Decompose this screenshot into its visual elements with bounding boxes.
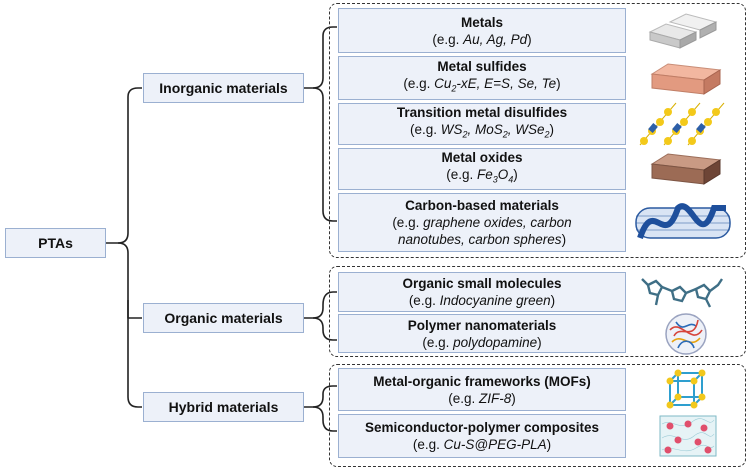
root-label: PTAs (38, 235, 73, 251)
hybrid-group (329, 364, 746, 467)
leaf-example: (e.g. Au, Ag, Pd) (432, 31, 532, 47)
carbon-nanotube-icon (635, 203, 731, 239)
leaf-title: Metal oxides (441, 150, 523, 166)
leaf-polymer-nanomaterials: Polymer nanomaterials (e.g. polydopamine… (338, 314, 626, 353)
category-inorganic: Inorganic materials (143, 73, 304, 103)
polymer-sphere-icon (665, 313, 707, 355)
leaf-title: Transition metal disulfides (396, 105, 568, 121)
leaf-example: (e.g. Cu2-xE, E=S, Se, Te) (403, 76, 561, 94)
leaf-title: Polymer nanomaterials (407, 317, 557, 333)
category-label: Organic materials (164, 310, 283, 326)
leaf-metal-oxides: Metal oxides (e.g. Fe3O4) (338, 148, 626, 190)
leaf-organic-small-molecules: Organic small molecules (e.g. Indocyanin… (338, 272, 626, 312)
category-label: Hybrid materials (168, 399, 279, 415)
molecule-icon (641, 278, 723, 308)
leaf-example: (e.g. Fe3O4) (446, 167, 518, 185)
leaf-mofs: Metal-organic frameworks (MOFs) (e.g. ZI… (338, 368, 626, 411)
iron-oxide-bar-icon (650, 153, 722, 185)
leaf-title: Metal sulfides (437, 59, 527, 75)
copper-bar-icon (650, 63, 722, 95)
leaf-example: (e.g. polydopamine) (422, 334, 542, 350)
composite-matrix-icon (659, 415, 717, 457)
leaf-carbon-based: Carbon-based materials (e.g. graphene ox… (338, 193, 626, 252)
category-organic: Organic materials (143, 303, 304, 333)
leaf-example: (e.g. WS2, MoS2, WSe2) (409, 122, 555, 140)
leaf-title: Metal-organic frameworks (MOFs) (373, 373, 591, 389)
leaf-example: (e.g. ZIF-8) (448, 390, 516, 406)
category-hybrid: Hybrid materials (143, 392, 304, 422)
leaf-title: Carbon-based materials (405, 198, 559, 213)
leaf-semiconductor-polymer: Semiconductor-polymer composites (e.g. C… (338, 414, 626, 458)
leaf-title: Metals (460, 14, 504, 30)
leaf-metal-sulfides: Metal sulfides (e.g. Cu2-xE, E=S, Se, Te… (338, 56, 626, 100)
silver-bars-icon (648, 13, 718, 49)
layered-crystal-icon (639, 102, 725, 146)
leaf-transition-metal-disulfides: Transition metal disulfides (e.g. WS2, M… (338, 103, 626, 145)
leaf-example: (e.g. Cu-S@PEG-PLA) (412, 437, 552, 452)
inorganic-group (329, 3, 746, 258)
leaf-title: Semiconductor-polymer composites (364, 420, 600, 435)
leaf-example: (e.g. Indocyanine green) (408, 293, 556, 308)
leaf-title: Organic small molecules (402, 276, 562, 291)
framework-lattice-icon (666, 369, 706, 409)
category-label: Inorganic materials (159, 80, 288, 96)
leaf-metals: Metals (e.g. Au, Ag, Pd) (338, 8, 626, 53)
organic-group (329, 266, 746, 357)
root-node: PTAs (5, 228, 106, 258)
